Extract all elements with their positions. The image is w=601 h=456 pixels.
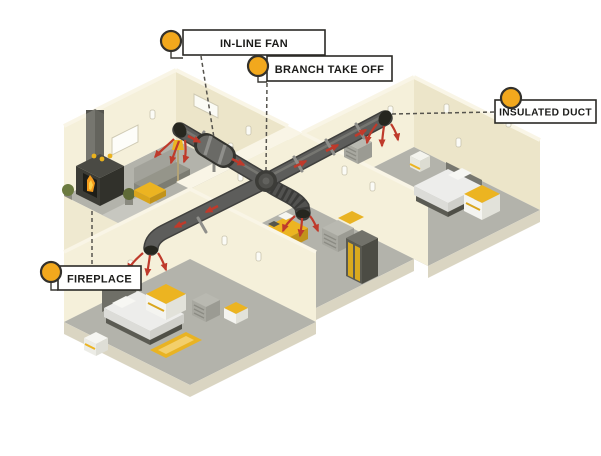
pillow: [112, 296, 136, 308]
duct-flow-arrow: [204, 204, 219, 214]
duct-opening: [144, 245, 158, 255]
duct-band: [324, 138, 336, 156]
wall-top-edge: [63, 68, 177, 128]
leader-line: [265, 82, 268, 171]
chimney: [86, 109, 104, 165]
wall-sconce: [255, 251, 262, 262]
duct-flow-arrow: [354, 128, 368, 138]
wall-top-edge: [63, 187, 191, 254]
plant: [62, 184, 74, 201]
airflow-arrows: [127, 123, 401, 277]
radiator: [192, 293, 220, 322]
wall-top-edge: [189, 187, 317, 254]
duct-flow-arrow: [173, 220, 187, 229]
wall-top-edge: [175, 68, 289, 128]
wall-top-edge: [413, 75, 541, 142]
callout-insulated-duct: INSULATED DUCT: [390, 86, 597, 124]
rug-stripe: [158, 336, 194, 354]
air-outlet-right-bedroom: [364, 123, 401, 148]
wall-sconce: [369, 181, 376, 192]
callout-marker: [499, 86, 523, 110]
callout-fireplace: FIREPLACE: [39, 210, 142, 291]
duct-opening: [173, 122, 187, 138]
right-bedroom-furniture: [338, 135, 500, 224]
duct-opening: [378, 110, 392, 126]
callout-bracket: [170, 51, 183, 59]
floor-slab-edge: [190, 322, 316, 397]
candle: [91, 153, 97, 159]
desk-item: [268, 221, 280, 227]
candle: [107, 153, 113, 159]
callout-box: [494, 99, 597, 124]
rug: [338, 211, 364, 224]
wall-top-edge: [301, 75, 415, 135]
dresser: [146, 284, 186, 320]
callout-label: BRANCH TAKE OFF: [275, 64, 384, 76]
cabinet-door: [355, 245, 360, 282]
callout-inline-fan: IN-LINE FAN: [159, 29, 326, 139]
callout-box: [266, 55, 393, 82]
wall-sconce: [443, 103, 450, 114]
wardrobe-cabinet: [346, 230, 378, 284]
callout-marker: [159, 29, 183, 53]
duct-opening: [296, 209, 310, 219]
pillow: [448, 168, 472, 180]
callout-bracket: [50, 282, 58, 291]
callout-label: IN-LINE FAN: [220, 38, 288, 50]
plant: [123, 188, 135, 205]
desk-item: [278, 212, 294, 220]
fireplace-stove: [76, 153, 124, 206]
duct-flow-arrow: [325, 143, 340, 153]
callout-marker: [246, 54, 270, 78]
branch-junction: [255, 170, 277, 192]
wall-vent: [193, 93, 219, 119]
floor-slab-edge: [428, 210, 540, 278]
nightstand: [84, 332, 108, 356]
fire-flame-inner: [89, 180, 93, 190]
duct-flow-arrow: [187, 134, 202, 144]
wall-sconce: [455, 137, 462, 148]
floor-slab-edge: [302, 259, 414, 327]
inline-fan-unit: [194, 133, 236, 172]
callout-branch-take-off: BRANCH TAKE OFF: [246, 54, 393, 171]
bed: [102, 273, 184, 345]
wall-frame: [111, 124, 139, 156]
wall-sconce: [149, 109, 156, 120]
duct-flow-arrow: [231, 157, 246, 167]
air-outlet-center-room: [281, 215, 320, 238]
cabinet-door: [348, 242, 353, 278]
dresser: [464, 185, 500, 220]
duct-system: [143, 110, 393, 256]
duct-flow-arrow: [293, 159, 308, 169]
side-table: [224, 302, 248, 324]
coffee-table: [134, 182, 166, 204]
candle: [99, 156, 105, 162]
insulated-duct-run: [259, 111, 392, 188]
wall-sconce: [245, 125, 252, 136]
callout-label: FIREPLACE: [67, 274, 132, 286]
bottom-center-divider-wall: [190, 189, 316, 322]
callout-bracket: [257, 76, 267, 83]
callout-label: INSULATED DUCT: [499, 108, 592, 119]
wall-sconce: [221, 235, 228, 246]
duct-band: [196, 216, 208, 234]
callout-marker: [39, 260, 63, 284]
air-outlet-living-room: [154, 138, 190, 165]
storage-box: [409, 151, 430, 172]
wall-sconce: [341, 165, 348, 176]
leader-line: [390, 111, 495, 115]
callout-box: [182, 29, 326, 56]
